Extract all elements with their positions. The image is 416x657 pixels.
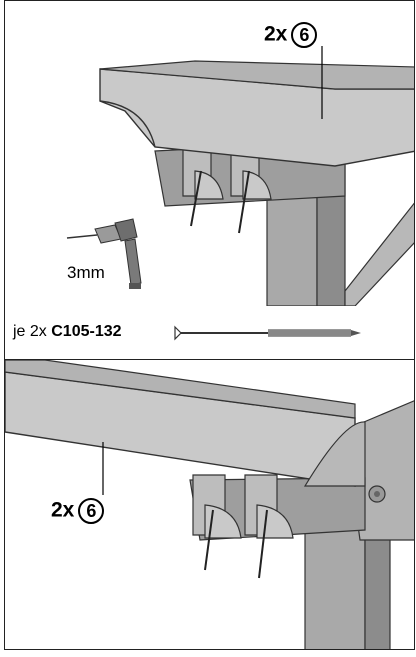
quantity-text: 2x (264, 22, 288, 46)
screw-right-top (238, 170, 250, 234)
screw-icon (174, 325, 361, 341)
screw-prefix: je 2x (13, 323, 47, 340)
screw-left-bottom (204, 509, 214, 571)
beam-end-curve-top (99, 100, 156, 148)
beam-end-curve-bottom (303, 421, 366, 487)
drill-icon (66, 218, 142, 289)
quantity-text: 2x (51, 498, 75, 522)
screw-left-top (190, 170, 202, 227)
part-number-callout: 6 (291, 22, 318, 48)
screw-right-bottom (258, 509, 268, 579)
bottom-assembly-illustration (5, 360, 414, 649)
screw-code: C105-132 (51, 323, 122, 340)
main-beam-top-face (99, 60, 414, 90)
screw-requirement-text: je 2x C105-132 (13, 323, 122, 341)
top-assembly-illustration (66, 46, 414, 306)
drill-bit-size: 3mm (67, 263, 105, 282)
screw-requirement-strip: je 2x C105-132 (5, 306, 414, 360)
main-beam-bottom-face (5, 360, 356, 419)
part-number-callout: 6 (78, 498, 105, 524)
diagonal-brace-top (344, 202, 414, 306)
bolt-center (374, 491, 380, 497)
bracket-curve-left-bottom (204, 504, 242, 539)
